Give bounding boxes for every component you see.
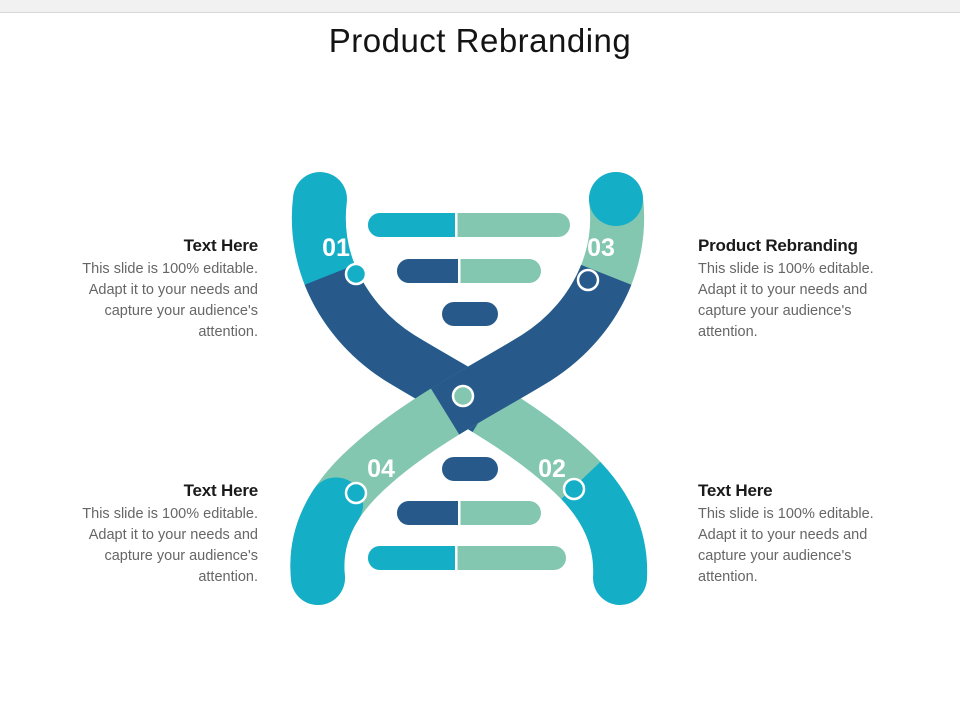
rung-short	[442, 302, 498, 326]
step-label-02: 02	[538, 455, 566, 483]
rung-divider	[458, 259, 461, 283]
slide-title: Product Rebranding	[328, 22, 632, 59]
top-strip	[0, 0, 960, 13]
rung-divider	[455, 546, 458, 570]
text-block-heading: Text Here	[698, 481, 773, 500]
puzzle-tab-icon	[576, 268, 600, 292]
step-label-04: 04	[367, 455, 395, 483]
dna-rung-top-1	[368, 213, 570, 237]
rung-left-segment	[435, 259, 459, 283]
puzzle-connectors	[344, 262, 600, 505]
text-block-heading: Text Here	[183, 236, 259, 255]
rung-divider	[458, 501, 461, 525]
text-block-top-left: Text Here This slide is 100% editable. A…	[82, 236, 258, 343]
dna-rung-top-3	[442, 302, 498, 326]
step-label-03: 03	[587, 234, 615, 262]
text-block-body: This slide is 100% editable. Adapt it to…	[698, 261, 874, 340]
text-block-top-right: Product Rebranding This slide is 100% ed…	[698, 236, 874, 343]
dna-rung-bottom-1	[442, 457, 498, 481]
text-block-body: This slide is 100% editable. Adapt it to…	[698, 506, 874, 585]
rung-left-segment	[432, 213, 456, 237]
text-block-body: This slide is 100% editable. Adapt it to…	[82, 506, 258, 585]
dna-rung-bottom-2	[397, 501, 541, 525]
text-block-heading: Product Rebranding	[698, 236, 858, 255]
rung-divider	[455, 213, 458, 237]
puzzle-tab-icon	[344, 481, 368, 505]
text-block-bottom-left: Text Here This slide is 100% editable. A…	[82, 481, 258, 588]
dna-rung-top-2	[397, 259, 541, 283]
strand-cyan-segment	[290, 172, 645, 605]
text-block-bottom-right: Text Here This slide is 100% editable. A…	[698, 481, 874, 588]
puzzle-tab-icon	[451, 384, 475, 408]
step-label-01: 01	[322, 234, 350, 262]
text-block-body: This slide is 100% editable. Adapt it to…	[82, 261, 258, 340]
puzzle-tab-icon	[562, 477, 586, 501]
puzzle-tab-icon	[344, 262, 368, 286]
dna-rung-bottom-3	[368, 546, 566, 570]
rung-left-segment	[435, 501, 459, 525]
rung-left-segment	[432, 546, 456, 570]
rung-short	[442, 457, 498, 481]
text-block-heading: Text Here	[183, 481, 259, 500]
